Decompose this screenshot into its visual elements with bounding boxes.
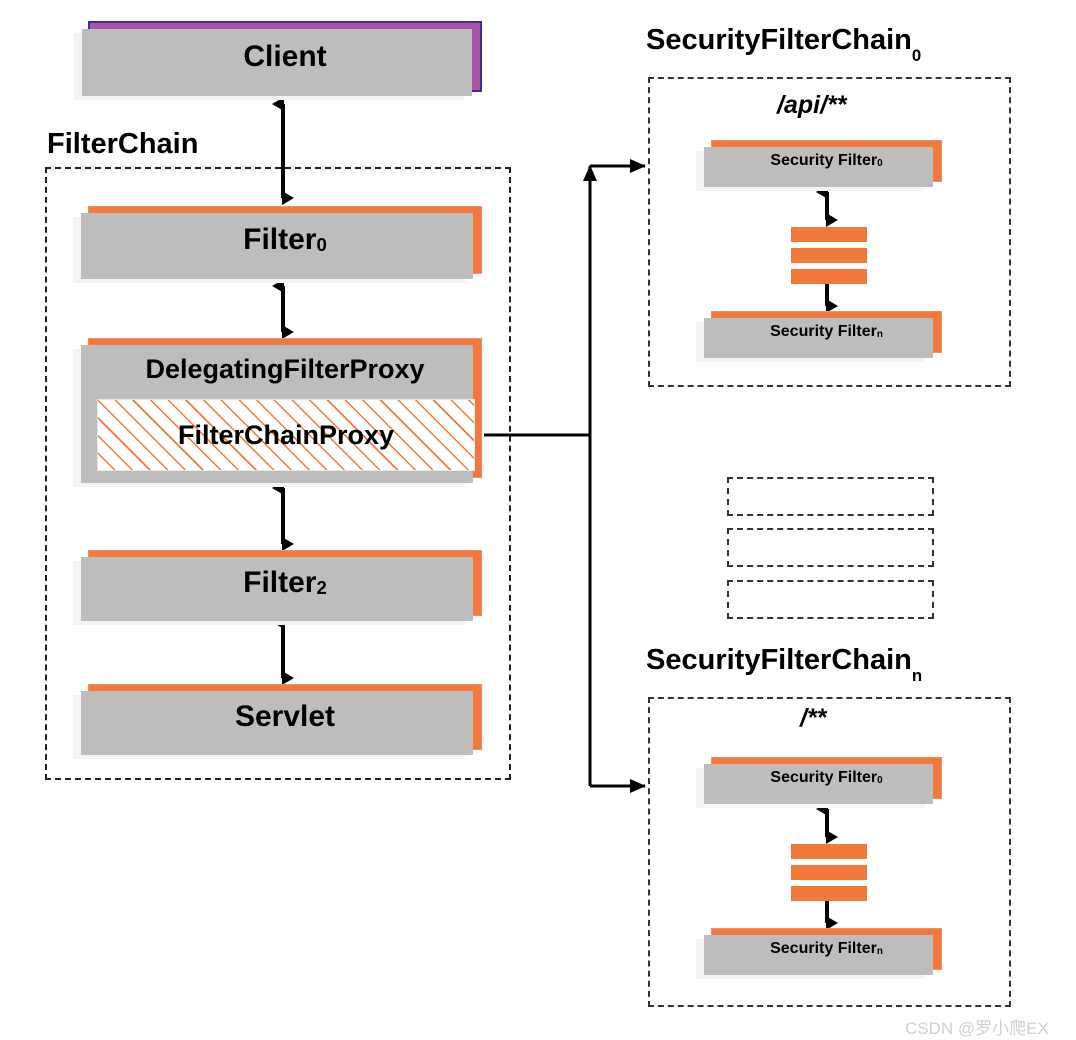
node-filter-chain-proxy-label: FilterChainProxy (177, 419, 395, 450)
ellipsis-chain-box-1 (727, 477, 934, 516)
group-title-securityfilterchain-0: SecurityFilterChain0 (646, 24, 922, 65)
node-delegating-filter-proxy-label: DelegatingFilterProxy (145, 353, 425, 384)
node-client[interactable]: Client (74, 21, 482, 100)
group-title-securityfilterchain-n: SecurityFilterChainn (646, 644, 923, 685)
node-filter-2-label: Filter (243, 566, 317, 599)
group-title-filterchain: FilterChain (47, 128, 199, 160)
group-box-securityfilterchain-n (648, 697, 1011, 1007)
node-filter-0-label: Filter (243, 223, 317, 256)
path-pattern-securityfilterchain-0: /api/** (777, 91, 847, 119)
ellipsis-chain-box-2 (727, 528, 934, 567)
node-delegating-filter-proxy[interactable]: DelegatingFilterProxy FilterChainProxy (73, 338, 482, 487)
stack-bar-chain0-3 (791, 269, 867, 284)
path-pattern-securityfilterchain-n: /** (800, 704, 827, 732)
stack-bar-chain0-1 (791, 227, 867, 242)
stack-bar-chainn-2 (791, 865, 867, 880)
group-box-securityfilterchain-0 (648, 77, 1011, 387)
stack-bar-chainn-3 (791, 886, 867, 901)
stack-bar-chain0-2 (791, 248, 867, 263)
node-servlet-label: Servlet (234, 700, 336, 733)
ellipsis-chain-box-3 (727, 580, 934, 619)
node-servlet[interactable]: Servlet (73, 684, 482, 759)
watermark-text: CSDN @罗小爬EX (905, 1019, 1049, 1038)
stack-bar-chainn-1 (791, 844, 867, 859)
node-client-label: Client (243, 39, 327, 73)
node-filter-chain-proxy[interactable]: FilterChainProxy (97, 399, 475, 471)
